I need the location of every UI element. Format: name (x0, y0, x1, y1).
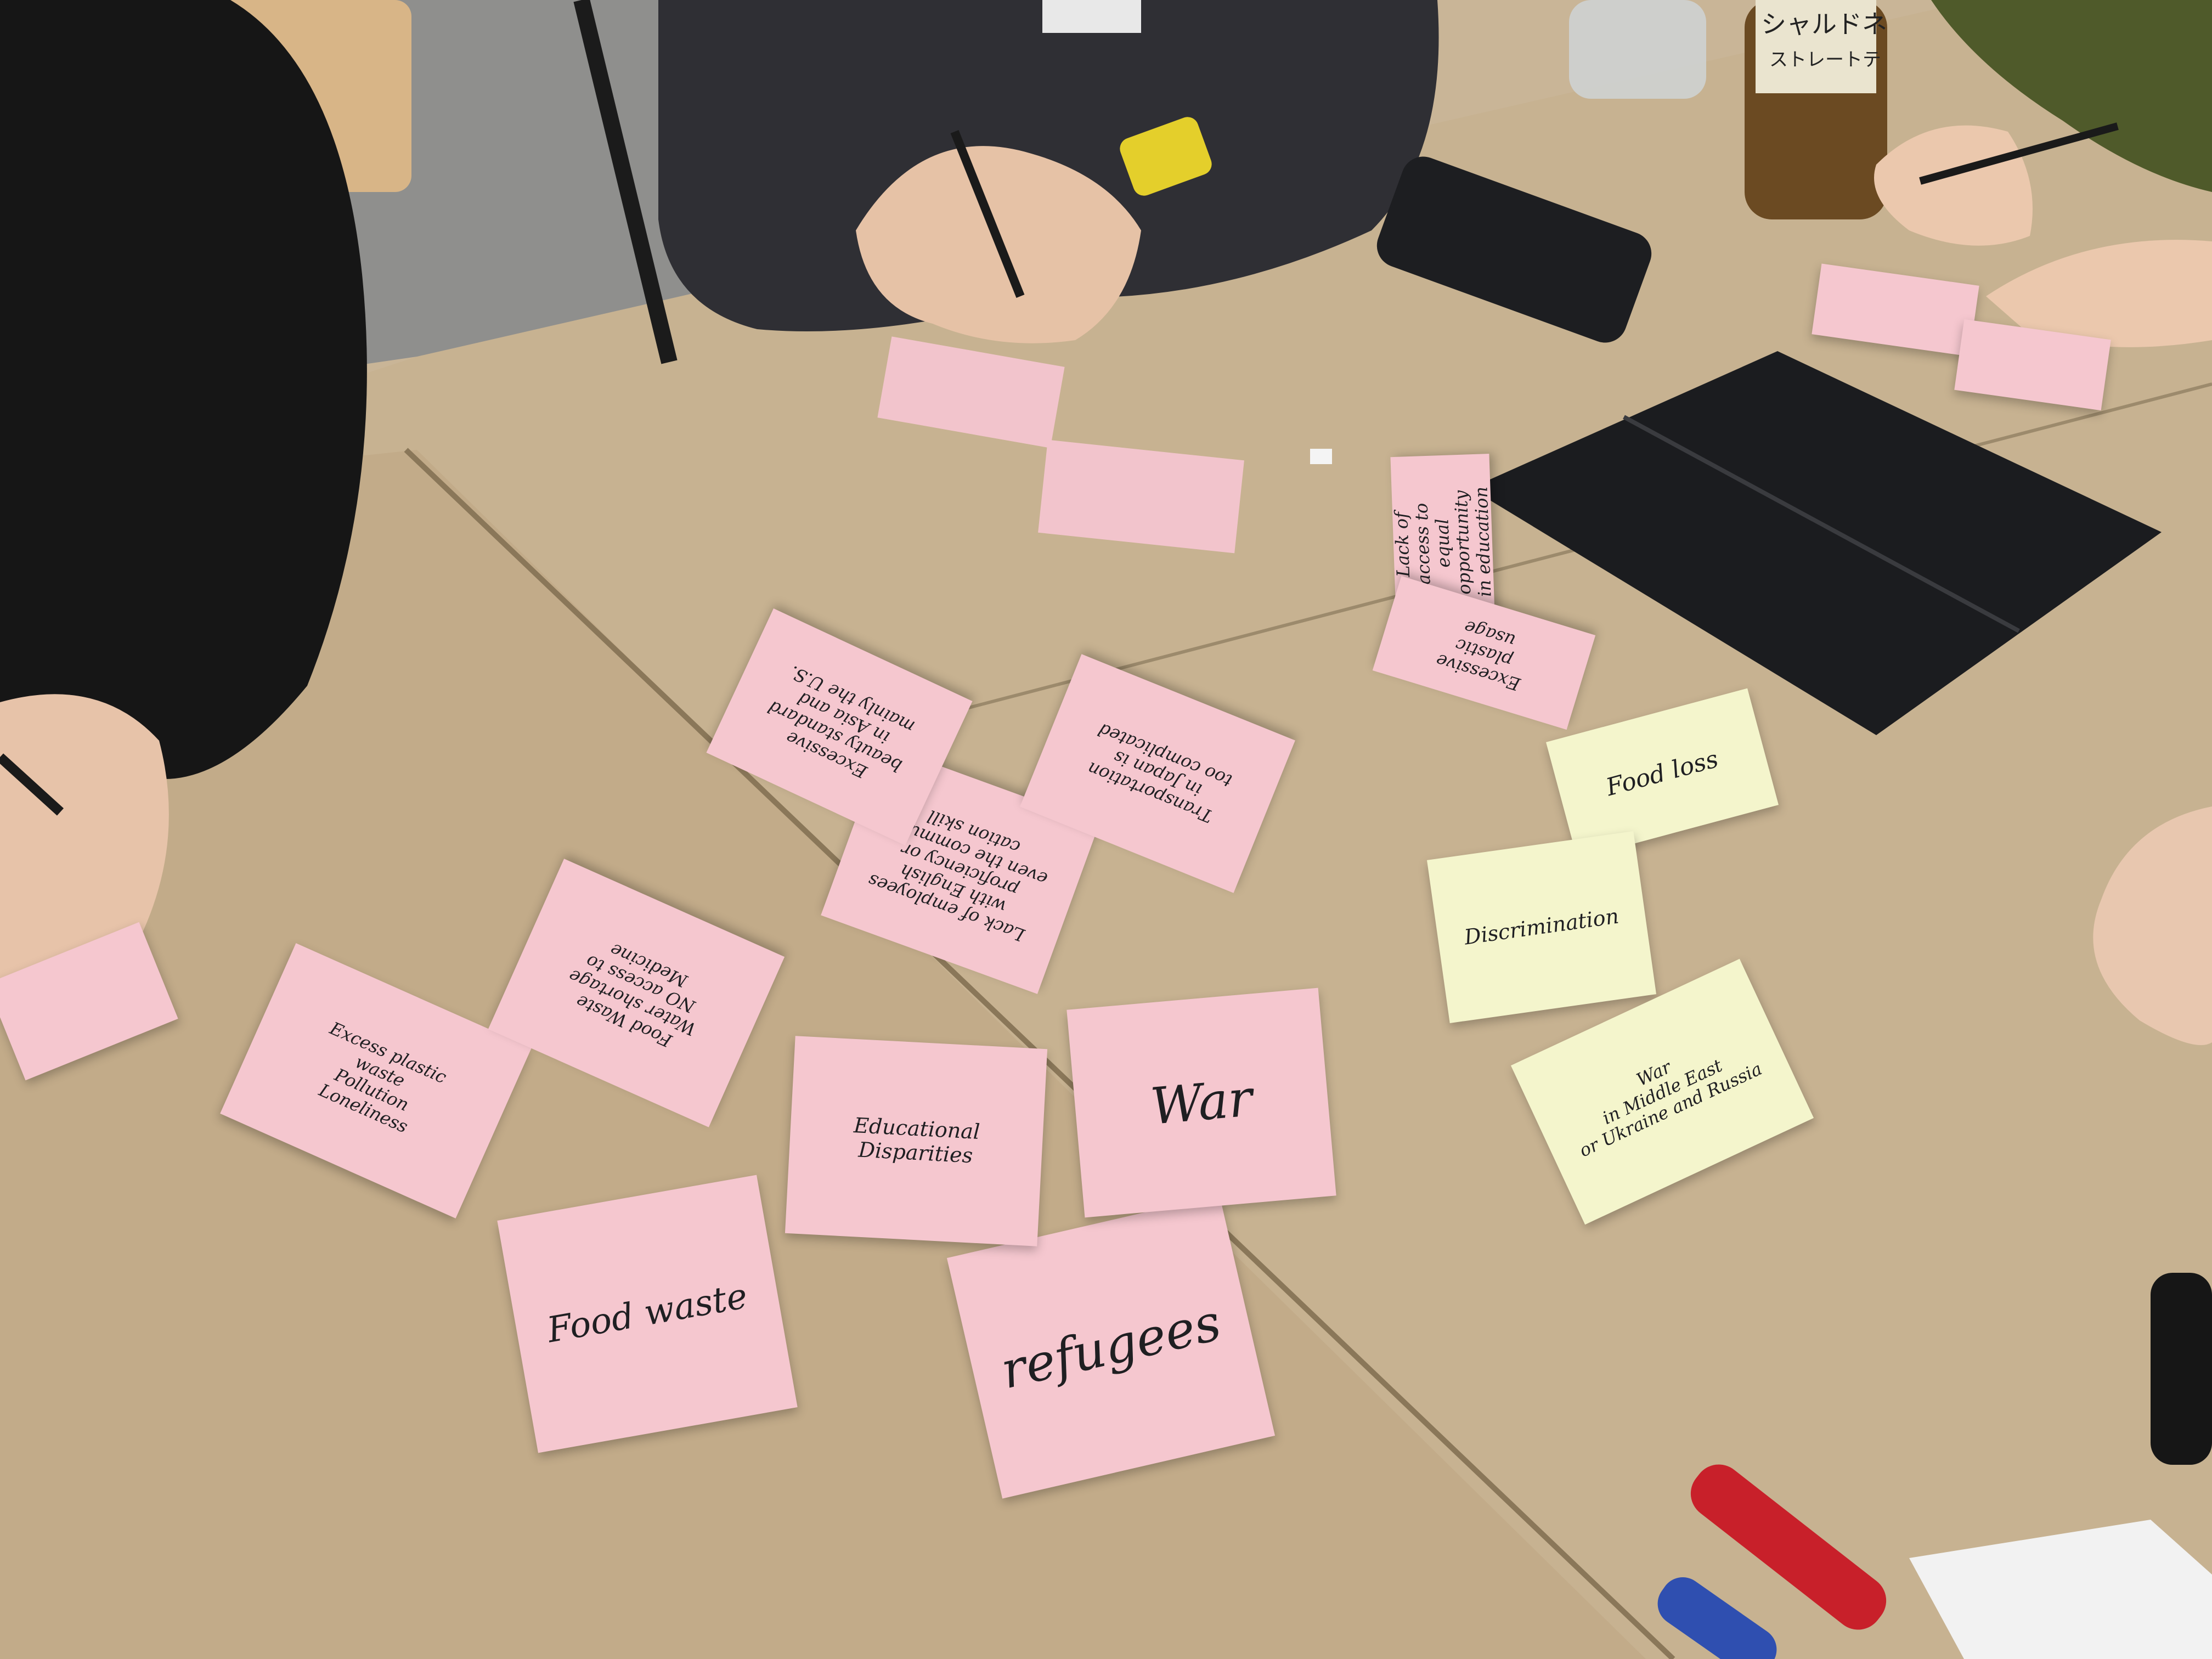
note-text: Discrimination (1463, 904, 1621, 950)
smartphone (1376, 156, 1652, 343)
tablet-fold-line (1623, 415, 2020, 633)
bottle-label-line2: ストレートテ (1769, 49, 1881, 71)
small-eraser (1310, 449, 1332, 464)
note-text: Transportation in Japan is too complicat… (1084, 719, 1235, 827)
note-text: Excessive plastic usage (1433, 616, 1523, 695)
pink-note-stack (1038, 439, 1244, 554)
note-text: Educational Disparities (853, 1113, 981, 1168)
note-text: Excess plastic waste Pollution Lonelines… (315, 1018, 450, 1137)
note-text: refugees (995, 1293, 1227, 1401)
tissue-pack (1909, 1520, 2212, 1659)
water-bottle (1569, 0, 1706, 99)
tea-bottle-label (1756, 0, 1876, 93)
person-black-sweater (0, 0, 367, 779)
blue-marker (1657, 1577, 1777, 1659)
note-text: Food Waste Water shortage NO access to M… (565, 939, 699, 1052)
note-text: War in Middle East or Ukraine and Russia (1576, 1054, 1765, 1161)
note-text: Excessive beauty standard in Asia and ma… (765, 662, 918, 783)
red-marker (1690, 1464, 1887, 1630)
center-pen (950, 130, 1025, 298)
right-hand-lower (1986, 240, 2212, 347)
note-text: Food loss (1603, 744, 1722, 802)
sticky-note-food-waste[interactable]: Food waste (497, 1175, 798, 1453)
chair-leg (573, 0, 678, 364)
bottle-label-line1: シャルドネ (1761, 9, 1887, 39)
left-pen (0, 753, 64, 816)
person-green-sleeve (1931, 0, 2212, 192)
yellow-wristband (1120, 117, 1212, 196)
right-hand-top (1874, 125, 2033, 246)
sticky-note-discrimination[interactable]: Discrimination (1426, 831, 1657, 1023)
note-text: War (1148, 1069, 1255, 1136)
sticky-note-war[interactable]: War (1066, 988, 1336, 1218)
tablet (1470, 351, 2162, 735)
right-pen (1919, 122, 2119, 185)
sticky-note-educational-disparities[interactable]: Educational Disparities (785, 1036, 1048, 1246)
white-shirt (1042, 0, 1141, 33)
black-device (2151, 1273, 2212, 1465)
right-person-hand (2093, 806, 2212, 1045)
pink-note-blank (877, 336, 1065, 448)
note-text: Food waste (544, 1276, 751, 1351)
